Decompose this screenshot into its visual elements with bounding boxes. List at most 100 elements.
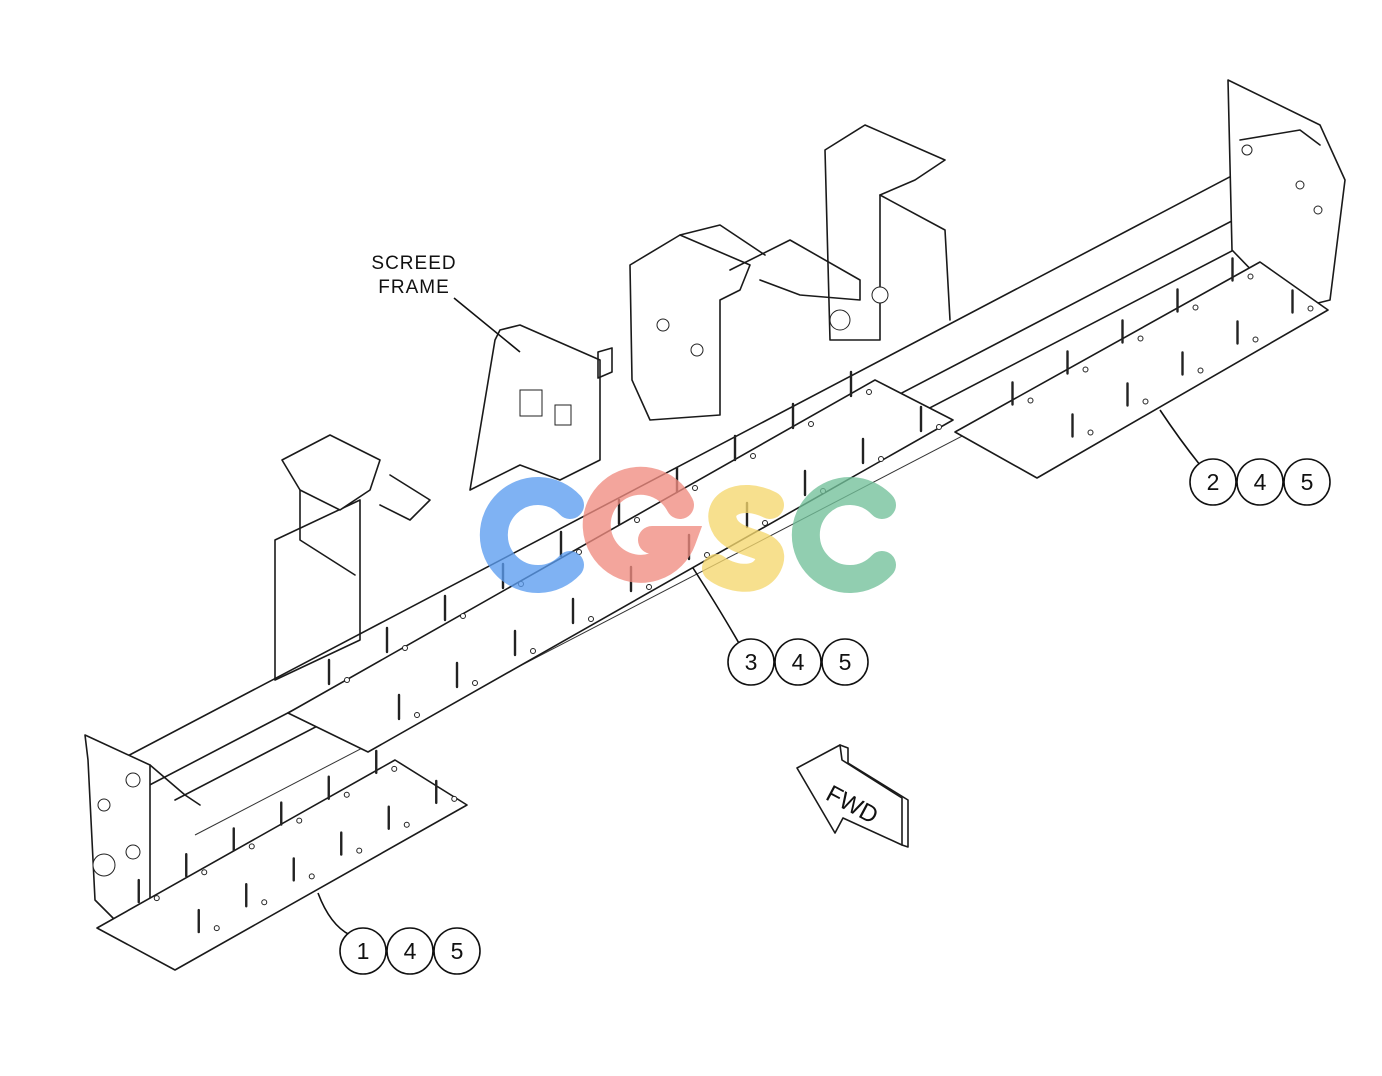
callout-bubble <box>386 927 434 975</box>
center-tower-top <box>679 224 766 256</box>
left-end-bolt-cluster-lower <box>125 844 141 860</box>
callout-number: 5 <box>451 938 464 964</box>
left-strike-off-plate <box>96 749 468 971</box>
right-tower <box>824 124 946 341</box>
plate-hole <box>472 680 478 686</box>
right-plate-studs <box>1011 257 1314 438</box>
right-strike-off-plate <box>954 257 1329 479</box>
right-end-hole-2 <box>1295 180 1305 190</box>
left-end-bend <box>149 764 201 806</box>
plate-hole <box>343 791 350 798</box>
plate-hole <box>588 616 594 622</box>
callout-number: 1 <box>357 938 370 964</box>
callout-group-right: 2 4 5 <box>1159 409 1331 506</box>
plate-hole <box>1307 305 1314 312</box>
plate-hole <box>762 520 768 526</box>
right-plate-shape <box>954 261 1329 479</box>
plate-hole <box>1247 273 1254 280</box>
plate-hole <box>936 424 942 430</box>
callout-bubble <box>339 927 387 975</box>
plate-hole <box>296 817 303 824</box>
bracket-block <box>519 389 543 417</box>
left-plate-shape <box>96 759 468 971</box>
left-end-plate <box>84 734 151 926</box>
plate-hole <box>878 456 884 462</box>
callout-number: 2 <box>1207 469 1220 495</box>
rear-side-plate <box>274 499 361 681</box>
callout-bubble <box>1283 458 1331 506</box>
screed-frame-label: SCREED FRAME <box>371 253 521 353</box>
main-beam-top-edge <box>119 139 1301 761</box>
right-tower-gusset <box>879 194 951 321</box>
watermark-letter-c <box>479 477 584 593</box>
label-leader-line <box>453 297 521 353</box>
right-end-tube-cap <box>1239 129 1321 146</box>
watermark-letter-c2 <box>791 477 896 593</box>
callout-bubble <box>774 638 822 686</box>
plate-hole <box>808 421 814 427</box>
plate-hole <box>248 843 255 850</box>
tower-connector-bracket <box>729 239 861 301</box>
callout-bubble <box>1236 458 1284 506</box>
callout-leader-right <box>1159 409 1201 466</box>
watermark-letter-s <box>702 485 785 592</box>
callout-leader-center <box>692 567 741 646</box>
plate-hole <box>1192 304 1199 311</box>
label-line-1: SCREED <box>371 253 456 274</box>
plate-hole <box>261 899 268 906</box>
plate-hole <box>403 821 410 828</box>
plate-hole <box>451 795 458 802</box>
callout-bubble <box>433 927 481 975</box>
right-tower-hole <box>829 309 851 331</box>
right-end-hole <box>1241 144 1253 156</box>
left-mount-bracket <box>281 434 381 511</box>
plate-hole <box>153 895 160 902</box>
plate-hole <box>750 453 756 459</box>
plate-hole <box>646 584 652 590</box>
tower-hole-1 <box>656 318 670 332</box>
plate-hole <box>692 485 698 491</box>
plate-hole <box>1082 366 1089 373</box>
plate-hole <box>460 613 466 619</box>
plate-hole <box>1087 429 1094 436</box>
left-end-bolt-cluster <box>125 772 141 788</box>
label-line-2: FRAME <box>378 277 450 298</box>
cgsc-watermark-logo <box>479 466 896 593</box>
callout-number: 4 <box>404 938 417 964</box>
center-plate-studs <box>327 370 942 721</box>
plate-hole <box>213 925 220 932</box>
right-tower-hole-2 <box>871 286 889 304</box>
callout-group-left: 1 4 5 <box>317 892 481 975</box>
callout-number: 5 <box>839 649 852 675</box>
left-plate-studs <box>137 749 458 934</box>
callout-number: 4 <box>1254 469 1267 495</box>
plate-hole <box>1137 335 1144 342</box>
callout-number: 4 <box>792 649 805 675</box>
plate-hole <box>402 645 408 651</box>
plate-hole <box>866 389 872 395</box>
fwd-arrow-shape <box>796 744 903 846</box>
callout-group-center: 3 4 5 <box>692 567 869 686</box>
screed-frame-assembly <box>84 79 1346 926</box>
bracket-tab <box>597 347 613 379</box>
left-end-hole <box>97 798 111 812</box>
left-end-hole-large <box>92 853 116 877</box>
center-tower-left <box>629 234 751 421</box>
fwd-direction-arrow: FWD <box>796 744 909 848</box>
plate-hole <box>1027 397 1034 404</box>
callout-leader-left <box>317 892 351 936</box>
plate-hole <box>1252 336 1259 343</box>
plate-hole <box>344 677 350 683</box>
plate-hole <box>308 873 315 880</box>
plate-hole <box>356 847 363 854</box>
plate-hole <box>391 765 398 772</box>
callout-bubble <box>1189 458 1237 506</box>
fwd-arrow-depth <box>839 744 909 848</box>
tower-hole-2 <box>690 343 704 357</box>
plate-hole <box>414 712 420 718</box>
callout-bubble <box>821 638 869 686</box>
right-end-hole-3 <box>1313 205 1323 215</box>
bracket-block-2 <box>554 404 572 426</box>
